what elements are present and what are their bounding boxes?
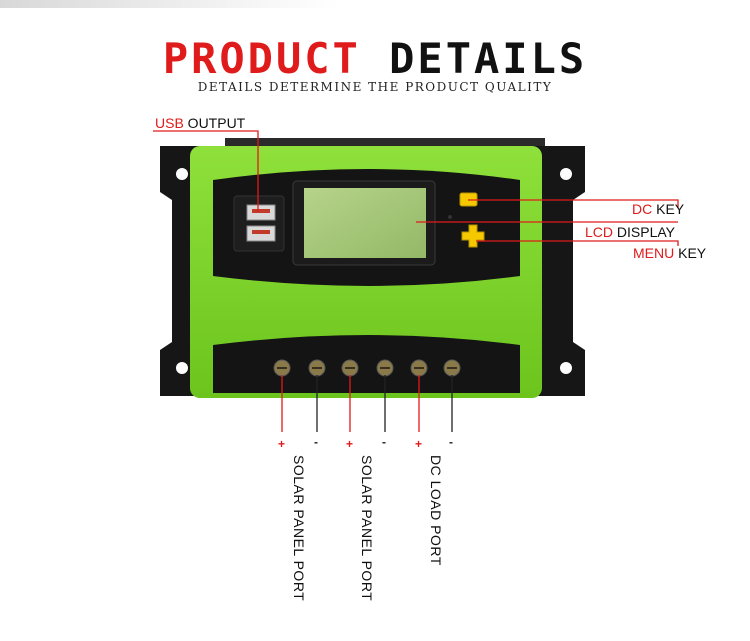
polarity-load-minus: -: [449, 435, 453, 449]
mounting-hole-bottom-right: [560, 362, 572, 374]
menu-key-label-rest: KEY: [674, 245, 707, 261]
dc-key-label-highlight: DC: [632, 201, 653, 217]
polarity-load-plus: +: [415, 437, 423, 451]
lcd-label-highlight: LCD: [585, 224, 614, 240]
dc-key-label: DC KEY: [632, 201, 684, 217]
solar-panel-port-label-2: SOLAR PANEL PORT: [359, 455, 375, 602]
polarity-solar-plus: +: [278, 437, 286, 451]
usb-port-1-tongue: [252, 209, 270, 213]
solar-panel-port-label-1: SOLAR PANEL PORT: [291, 455, 307, 602]
menu-key-label-highlight: MENU: [633, 245, 675, 261]
terminal-block: [273, 359, 461, 377]
top-shade: [0, 0, 340, 8]
right-mounting-flange: [535, 146, 585, 396]
dc-key-label-rest: KEY: [652, 201, 685, 217]
usb-label-highlight: USB: [155, 115, 184, 131]
dc-key-leader-line: [468, 199, 679, 208]
lcd-display-label: LCD DISPLAY: [585, 224, 675, 240]
polarity-battery-minus: -: [382, 435, 386, 449]
usb-output-label: USB OUTPUT: [155, 115, 245, 131]
usb-port-2-tongue: [252, 230, 270, 234]
menu-key-leader-line: [476, 240, 679, 246]
mounting-hole-bottom-left: [176, 362, 188, 374]
indicator-led: [448, 215, 452, 219]
lcd-label-rest: DISPLAY: [613, 224, 676, 240]
top-rim: [225, 138, 545, 148]
polarity-battery-plus: +: [346, 437, 354, 451]
polarity-solar-minus: -: [314, 435, 318, 449]
title-red-word: PRODUCT: [162, 34, 361, 83]
page-title: PRODUCT DETAILS: [0, 34, 750, 84]
usb-bezel: [233, 195, 285, 252]
page-subtitle: DETAILS DETERMINE THE PRODUCT QUALITY: [197, 80, 553, 94]
menu-key-label: MENU KEY: [633, 245, 706, 261]
terminal-panel: [213, 335, 520, 393]
menu-key[interactable]: [461, 224, 485, 248]
usb-leader-line: [153, 130, 259, 212]
dc-load-port-label: DC LOAD PORT: [428, 455, 444, 566]
title-black-word: DETAILS: [389, 34, 588, 83]
callout-lines: [153, 130, 679, 432]
usb-label-rest: OUTPUT: [183, 115, 246, 131]
mounting-hole-top-right: [560, 168, 572, 180]
mounting-hole-top-left: [176, 168, 188, 180]
lcd-screen: [304, 188, 426, 258]
